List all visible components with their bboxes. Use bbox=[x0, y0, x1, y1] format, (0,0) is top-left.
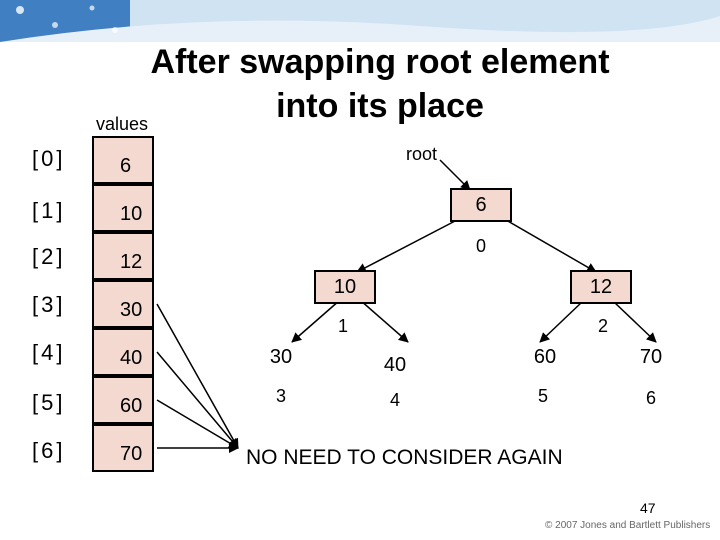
header-banner bbox=[0, 0, 720, 42]
values-label: values bbox=[96, 114, 149, 134]
tree-node-index: 2 bbox=[598, 316, 609, 336]
copyright-text: © 2007 Jones and Bartlett Publishers bbox=[545, 520, 711, 531]
array-index: [2] bbox=[32, 244, 66, 269]
tree-node: 6 bbox=[450, 188, 512, 222]
tree-node: 60 bbox=[533, 345, 557, 368]
array-index: [3] bbox=[32, 292, 66, 317]
array-cell: 10 bbox=[92, 184, 154, 232]
tree-node: 12 bbox=[570, 270, 632, 304]
tree-node: 70 bbox=[639, 345, 663, 368]
array-index: [0] bbox=[32, 146, 66, 171]
array-cell: 6 bbox=[92, 136, 154, 184]
tree-node-index: 1 bbox=[338, 316, 349, 336]
tree-node-index: 6 bbox=[646, 388, 657, 408]
tree-node: 30 bbox=[269, 345, 293, 368]
tree-node-index: 5 bbox=[538, 386, 549, 406]
note-text: NO NEED TO CONSIDER AGAIN bbox=[246, 446, 563, 469]
tree-node-index: 0 bbox=[476, 236, 487, 256]
tree-node-index: 3 bbox=[276, 386, 287, 406]
tree-node: 10 bbox=[314, 270, 376, 304]
array-cell: 60 bbox=[92, 376, 154, 424]
tree-node: 40 bbox=[383, 353, 407, 376]
page-number: 47 bbox=[640, 500, 656, 516]
title-line-1: After swapping root element bbox=[150, 43, 610, 81]
title-line-2: into its place bbox=[276, 87, 484, 125]
array-index: [5] bbox=[32, 390, 66, 415]
array-cell: 40 bbox=[92, 328, 154, 376]
array-index: [1] bbox=[32, 198, 66, 223]
array-cell: 70 bbox=[92, 424, 154, 472]
array-cell: 12 bbox=[92, 232, 154, 280]
tree-node-index: 4 bbox=[390, 390, 401, 410]
page-title: After swapping root element into its pla… bbox=[120, 40, 640, 128]
root-label: root bbox=[406, 144, 438, 164]
array-index: [6] bbox=[32, 438, 66, 463]
array-index: [4] bbox=[32, 340, 66, 365]
array-cell: 30 bbox=[92, 280, 154, 328]
